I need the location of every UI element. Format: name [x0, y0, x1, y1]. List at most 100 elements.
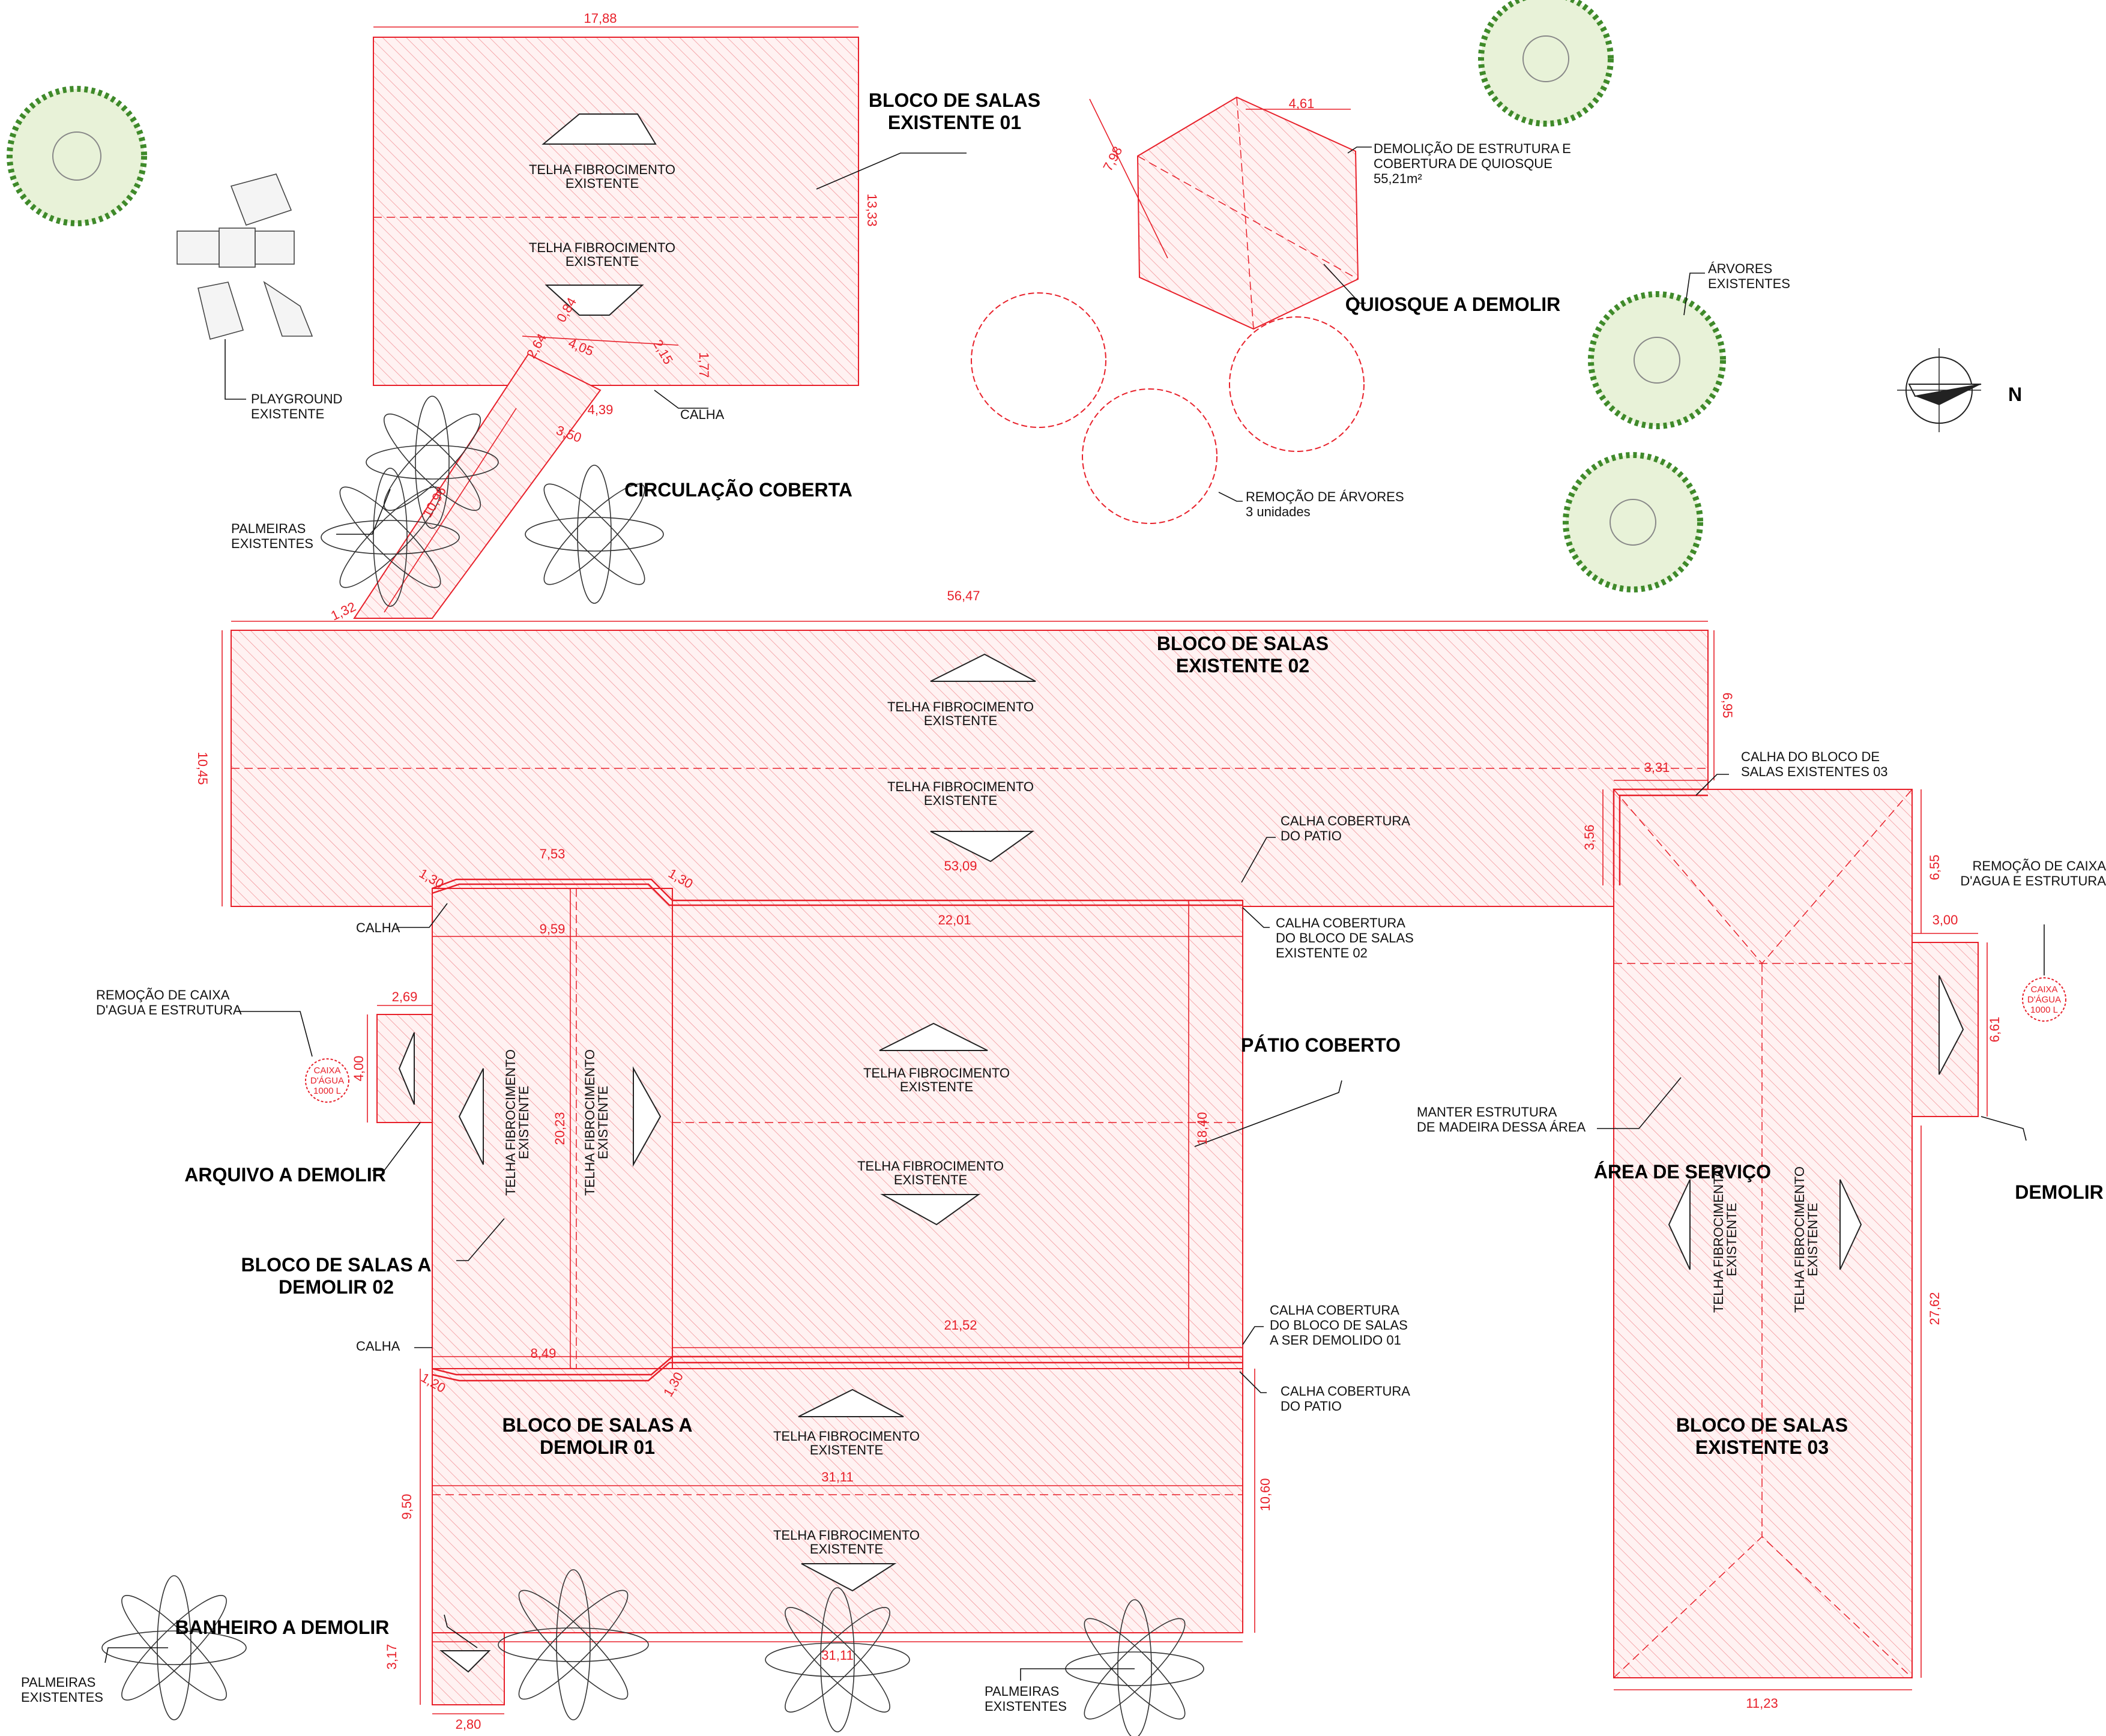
title-bloco02-line2: EXISTENTE 02 [1176, 655, 1309, 677]
note-remocao-caixa-right: D'AGUA E ESTRUTURA [1960, 873, 2106, 888]
roof-label: EXISTENTE [810, 1442, 883, 1457]
dim-label: 3,31 [1644, 760, 1670, 775]
note-arvores: ÁRVORES [1708, 261, 1772, 276]
dim-label: 9,59 [540, 921, 566, 936]
bloco-demolir-01 [432, 1368, 1243, 1633]
dim-label: 7,53 [540, 846, 566, 861]
note-manter: DE MADEIRA DESSA ÁREA [1417, 1120, 1586, 1135]
tank-label-3: 1000 L [2030, 1005, 2058, 1015]
dim-label: 2,69 [392, 989, 418, 1004]
roof-label: EXISTENTE [1724, 1203, 1739, 1276]
quiosque [1136, 96, 1359, 330]
circulacao-coberta [353, 353, 602, 619]
bloco-01-existente [373, 37, 859, 386]
dim-label: 21,52 [944, 1318, 977, 1333]
tank-label-1: CAIXA [2030, 984, 2057, 995]
note-remocao-caixa-right: REMOÇÃO DE CAIXA [1973, 858, 2106, 873]
north-label: N [2008, 384, 2022, 405]
roof-label: TELHA FIBROCIMENTO [773, 1429, 920, 1444]
dim-label: 6,61 [1987, 1017, 2002, 1043]
dim-label: 31,11 [821, 1648, 853, 1663]
roof-label: TELHA FIBROCIMENTO [773, 1528, 920, 1543]
title-banheiro: BANHEIRO A DEMOLIR [175, 1617, 390, 1638]
note-calha-demolido01: CALHA COBERTURA [1270, 1303, 1399, 1318]
dim-label: 13,33 [864, 193, 880, 226]
tree-removal-icon [971, 292, 1365, 524]
palm-tree-icon [101, 396, 1204, 1736]
note-remocao-arvores: 3 unidades [1246, 504, 1311, 519]
dim-label: 53,09 [944, 858, 977, 873]
tree-existing-icon [7, 86, 147, 226]
bloco-03-existente [1613, 789, 1913, 1678]
tank-label-2: D'ÁGUA [310, 1076, 344, 1086]
titles: BLOCO DE SALAS EXISTENTE 01 QUIOSQUE A D… [175, 89, 2104, 1638]
note-calha-patio: CALHA COBERTURA [1281, 1384, 1410, 1399]
roof-label: EXISTENTE [894, 1172, 967, 1187]
note-calha-demolido01: DO BLOCO DE SALAS [1270, 1318, 1408, 1333]
note-palmeiras: EXISTENTES [231, 536, 313, 551]
dim-label: 1,77 [696, 352, 711, 378]
title-patio: PÁTIO COBERTO [1241, 1034, 1401, 1056]
title-bloco01-line1: BLOCO DE SALAS [869, 89, 1040, 111]
title-demolir02-line2: DEMOLIR 02 [279, 1276, 394, 1298]
dim-label: 4,00 [351, 1056, 366, 1082]
dim-label: 3,00 [1933, 912, 1958, 927]
note-remocao-caixa-left: REMOÇÃO DE CAIXA [96, 987, 230, 1002]
note-calha-bloco03: CALHA DO BLOCO DE [1741, 749, 1880, 764]
dim-label: 7,98 [1100, 144, 1125, 174]
title-demolir01-line2: DEMOLIR 01 [540, 1436, 655, 1458]
note-calha: CALHA [680, 407, 725, 422]
roof-label: EXISTENTE [566, 254, 639, 269]
dim-label: 10,60 [1258, 1478, 1273, 1511]
north-arrow-icon [1897, 348, 1982, 432]
note-demolicao-quiosque: DEMOLIÇÃO DE ESTRUTURA E [1374, 141, 1571, 156]
dim-label: 2,80 [456, 1717, 481, 1732]
dim-label: 1,32 [328, 599, 358, 624]
tank-label-3: 1000 L [313, 1086, 341, 1096]
roof-label: TELHA FIBROCIMENTO [582, 1049, 597, 1196]
dim-label: 8,49 [531, 1346, 557, 1361]
note-calha: CALHA [356, 920, 400, 935]
roof-label: EXISTENTE [596, 1086, 611, 1159]
area-servico-demolir [1911, 942, 1979, 1117]
dim-label: 6,55 [1927, 855, 1942, 881]
title-demolir01-line1: BLOCO DE SALAS A [502, 1414, 692, 1436]
dim-label: 11,23 [1746, 1696, 1778, 1711]
title-servico-line2: DEMOLIR [2015, 1181, 2104, 1203]
dim-label: 20,23 [552, 1112, 567, 1145]
title-bloco02-line1: BLOCO DE SALAS [1157, 633, 1329, 654]
note-calha-bloco02: DO BLOCO DE SALAS [1276, 930, 1414, 945]
note-calha-demolido01: A SER DEMOLIDO 01 [1270, 1333, 1401, 1348]
roof-labels: TELHA FIBROCIMENTO EXISTENTE TELHA FIBRO… [503, 162, 1820, 1557]
tank-label-2: D'ÁGUA [2027, 995, 2061, 1005]
dim-label: 9,50 [399, 1494, 414, 1520]
dim-label: 31,11 [821, 1469, 853, 1484]
title-demolir02-line1: BLOCO DE SALAS A [241, 1254, 431, 1276]
dimension-lines [222, 26, 1988, 1714]
note-calha-bloco02: EXISTENTE 02 [1276, 945, 1368, 960]
dim-label: 27,62 [1927, 1292, 1942, 1325]
title-bloco01-line2: EXISTENTE 01 [888, 112, 1021, 133]
roof-label: TELHA FIBROCIMENTO [503, 1049, 518, 1196]
title-quiosque: QUIOSQUE A DEMOLIR [1345, 294, 1561, 315]
roof-label: TELHA FIBROCIMENTO [1792, 1166, 1807, 1313]
tree-existing-icon [1588, 291, 1726, 429]
patio-coberto [672, 900, 1243, 1369]
roof-label: EXISTENTE [566, 176, 639, 191]
roof-label: TELHA FIBROCIMENTO [529, 162, 675, 177]
roof-label: TELHA FIBROCIMENTO [1711, 1166, 1726, 1313]
note-remocao-arvores: REMOÇÃO DE ÁRVORES [1246, 489, 1404, 504]
dim-label: 6,95 [1720, 693, 1735, 719]
leader-lines [104, 146, 2045, 1681]
dim-label: 56,47 [947, 588, 980, 603]
title-servico-line1: ÁREA DE SERVIÇO [1594, 1161, 1771, 1183]
playground-icon [177, 173, 313, 340]
title-arquivo: ARQUIVO A DEMOLIR [184, 1164, 385, 1186]
calhas [432, 788, 1708, 1382]
dim-label: 17,88 [584, 11, 617, 26]
water-tank-icon: CAIXA D'ÁGUA 1000 L [305, 1058, 349, 1103]
tree-existing-icon [1478, 0, 1614, 127]
note-playground: EXISTENTE [251, 406, 324, 421]
dim-label: 4,39 [588, 402, 614, 417]
